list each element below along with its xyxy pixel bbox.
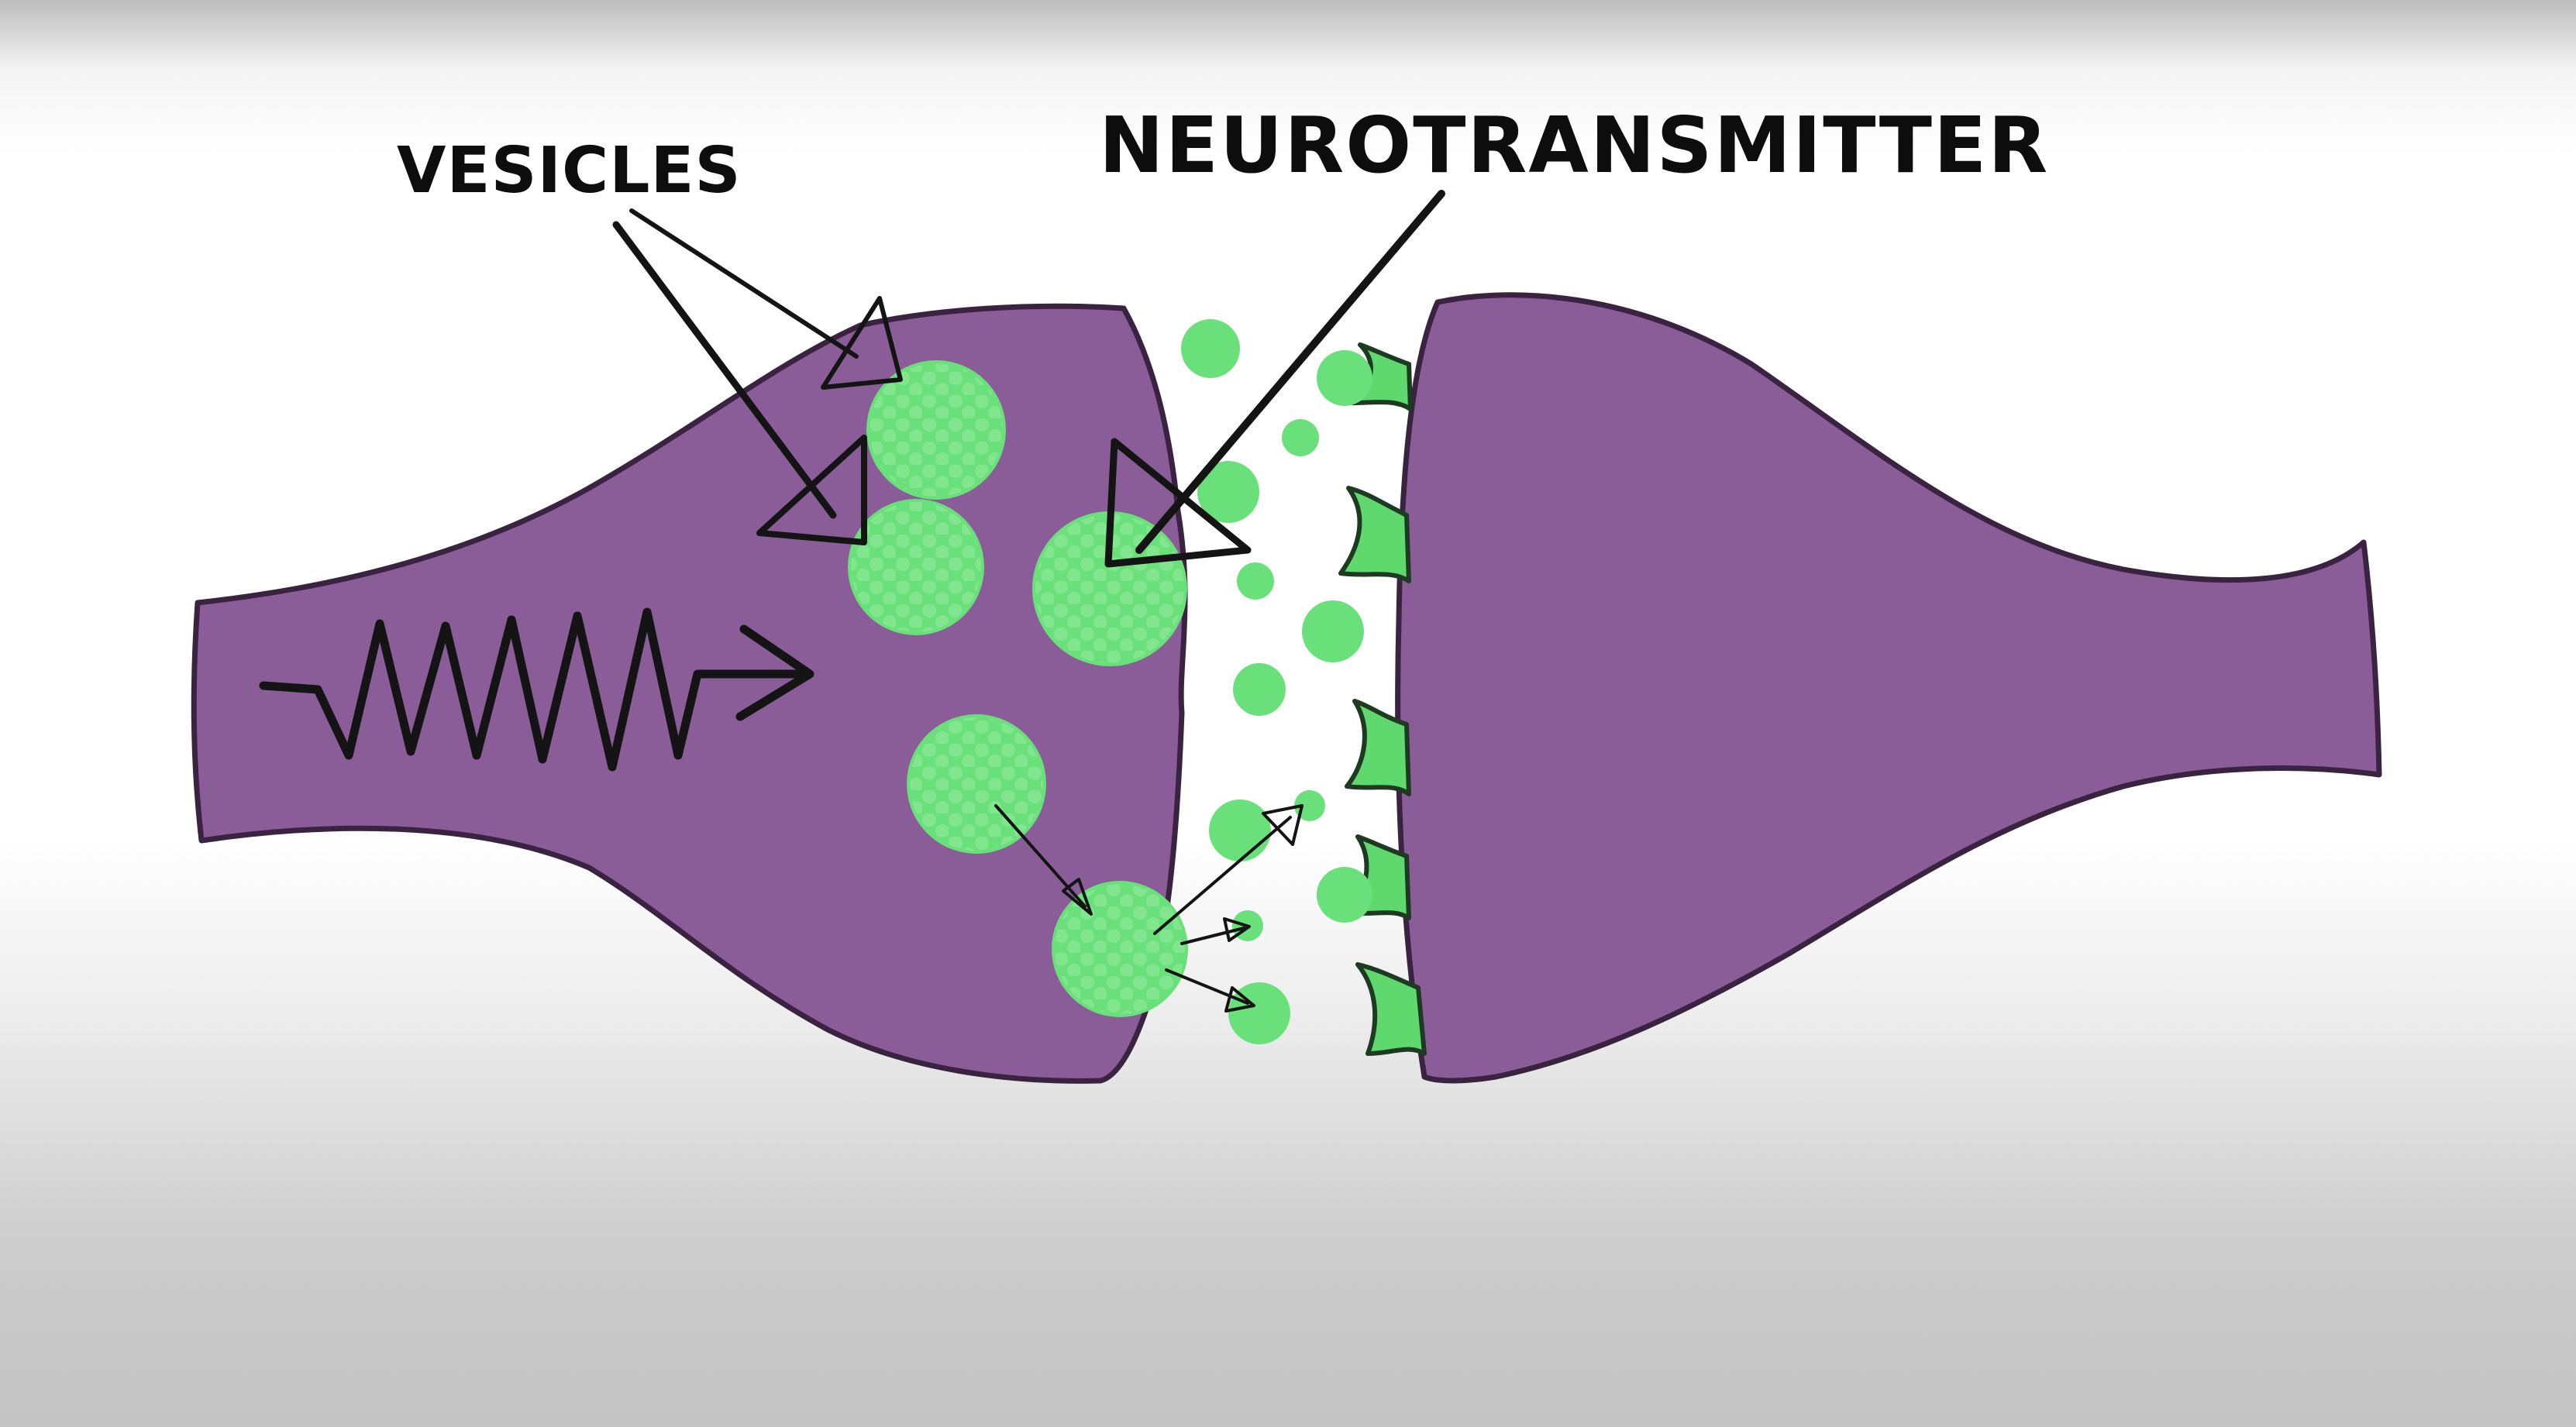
vesicle-texture (910, 717, 1043, 851)
arrow-icon (1223, 917, 1251, 942)
arrow-icon (1104, 438, 1252, 568)
receptor (1345, 699, 1411, 796)
vesicles-label: VESICLES (397, 134, 742, 208)
vesicle-texture (1055, 884, 1185, 1014)
zigzag-arrow-icon (259, 607, 814, 772)
arrow-icon (1224, 986, 1255, 1013)
vesicles (848, 360, 1188, 1017)
vesicle-texture (851, 502, 981, 632)
arrow-icon (1262, 804, 1303, 846)
arrow-icon (1062, 878, 1093, 916)
receptors (1338, 342, 1427, 1056)
molecule (1302, 600, 1364, 662)
molecule (1197, 461, 1259, 523)
molecule (1237, 562, 1274, 600)
release-arrows (994, 804, 1303, 1013)
vesicles-pointers (612, 208, 903, 545)
arrow-icon (821, 296, 903, 390)
molecule (1233, 663, 1286, 716)
receptor (1338, 486, 1411, 583)
molecule (1282, 419, 1319, 456)
molecule (1209, 799, 1271, 861)
arrow-icon (756, 435, 867, 545)
molecule (1294, 790, 1325, 821)
vesicle-texture (870, 363, 1003, 497)
neurotransmitter-label: NEUROTRANSMITTER (1099, 100, 2050, 191)
postsynaptic-dendrite (1395, 292, 2382, 1084)
molecule (1317, 867, 1372, 923)
vesicle-texture (1035, 514, 1184, 663)
neurotransmitter-pointer (1104, 190, 1445, 568)
receptor (1355, 962, 1427, 1056)
molecule (1317, 350, 1372, 406)
molecule (1181, 319, 1240, 378)
